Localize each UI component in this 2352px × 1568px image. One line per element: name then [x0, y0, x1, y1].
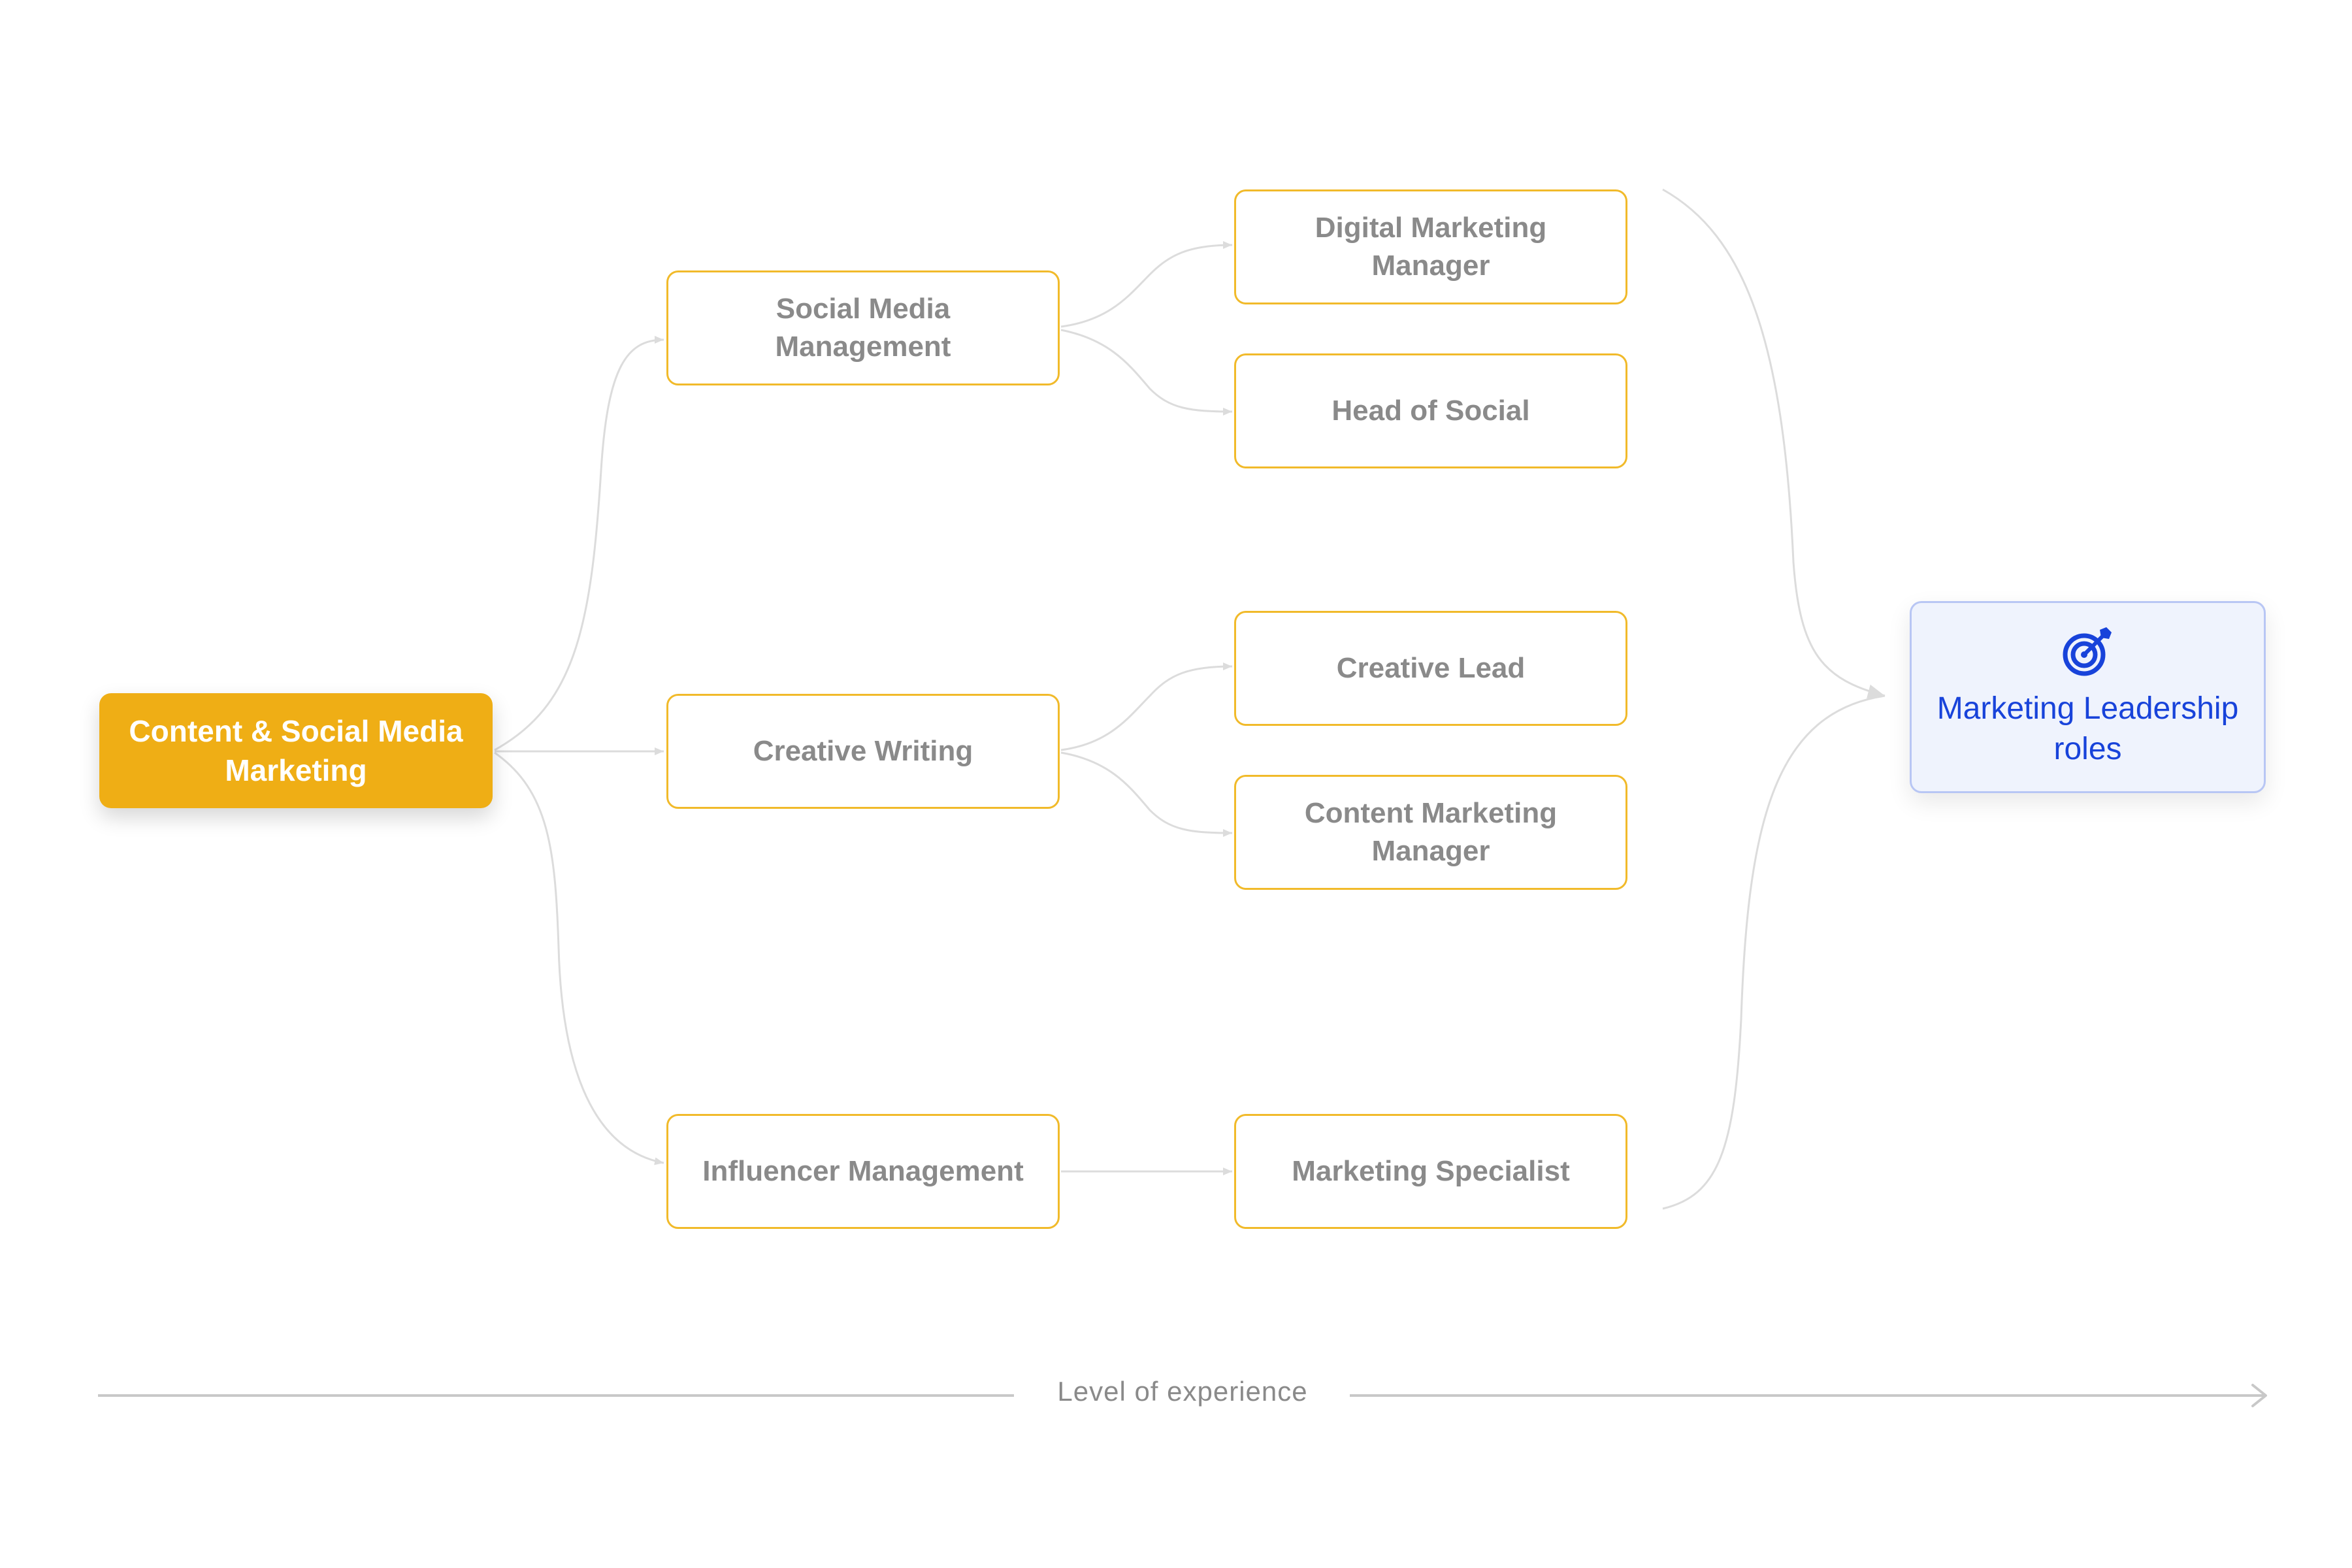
node-label-digital-marketing-manager: Digital Marketing Manager — [1315, 212, 1547, 282]
node-marketing-specialist: Marketing Specialist — [1234, 1114, 1627, 1229]
node-social-media-management: Social Media Management — [666, 270, 1060, 385]
node-creative-writing: Creative Writing — [666, 694, 1060, 809]
node-label-head-of-social: Head of Social — [1331, 395, 1530, 427]
axis-arrowhead — [2251, 1384, 2267, 1407]
connector-creative-writing-to-content-marketing-manager — [1060, 751, 1233, 837]
start-node-label: Content & Social Media Marketing — [129, 714, 463, 787]
connector-social-media-management-to-digital-marketing-manager — [1060, 241, 1233, 328]
node-label-content-marketing-manager: Content Marketing Manager — [1304, 797, 1558, 867]
goal-node-marketing-leadership-roles: Marketing Leadership roles — [1910, 601, 2266, 793]
connector-creative-writing-to-creative-lead — [1060, 662, 1233, 751]
node-label-marketing-specialist: Marketing Specialist — [1292, 1155, 1570, 1187]
axis-label-level-of-experience: Level of experience — [1057, 1376, 1308, 1407]
target-icon — [2063, 627, 2112, 676]
node-label-creative-writing: Creative Writing — [753, 735, 973, 767]
node-content-marketing-manager: Content Marketing Manager — [1234, 775, 1627, 890]
node-label-social-media-management: Social Media Management — [775, 293, 951, 363]
goal-node-label: Marketing Leadership roles — [1936, 691, 2239, 766]
start-node-content-social-media-marketing: Content & Social Media Marketing — [99, 693, 493, 808]
connector-start-to-social-media-management — [494, 336, 664, 751]
node-influencer-management: Influencer Management — [666, 1114, 1060, 1229]
connector-bottom-to-goal — [1662, 694, 1886, 1210]
connector-top-to-goal — [1662, 188, 1886, 699]
node-creative-lead: Creative Lead — [1234, 611, 1627, 726]
node-head-of-social: Head of Social — [1234, 353, 1627, 468]
node-digital-marketing-manager: Digital Marketing Manager — [1234, 189, 1627, 304]
node-label-influencer-management: Influencer Management — [702, 1155, 1024, 1187]
node-label-creative-lead: Creative Lead — [1336, 652, 1526, 684]
connector-start-to-influencer-management — [494, 751, 664, 1166]
connector-social-media-management-to-head-of-social — [1060, 329, 1233, 416]
